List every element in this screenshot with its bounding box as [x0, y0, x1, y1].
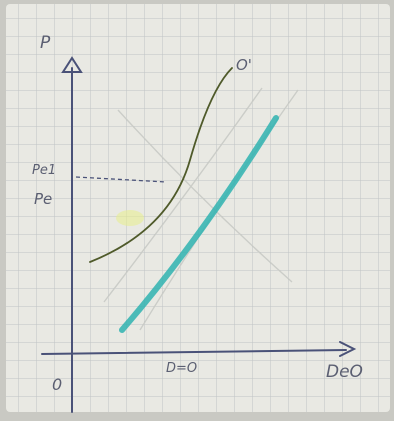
pe1-label: Pe1 — [32, 163, 56, 178]
highlighter-smudge — [116, 210, 144, 226]
faint-supply-line-1 — [103, 87, 263, 303]
pe1-dashed-guide — [75, 176, 167, 183]
offer-curve-o-prime — [89, 67, 233, 263]
d-equals-o-label: D=O — [166, 361, 197, 376]
axes — [41, 56, 357, 413]
x-axis-label: DeO — [326, 362, 363, 382]
origin-label: 0 — [52, 375, 62, 394]
x-axis-arrow — [339, 341, 357, 357]
o-prime-label: O' — [236, 56, 252, 74]
x-axis-line — [41, 349, 347, 355]
pe-label: Pe — [34, 190, 52, 208]
faint-demand-line — [117, 109, 293, 283]
y-axis-label: P — [40, 33, 51, 53]
y-axis-arrow — [61, 56, 83, 73]
teal-supply-curve — [119, 115, 279, 333]
